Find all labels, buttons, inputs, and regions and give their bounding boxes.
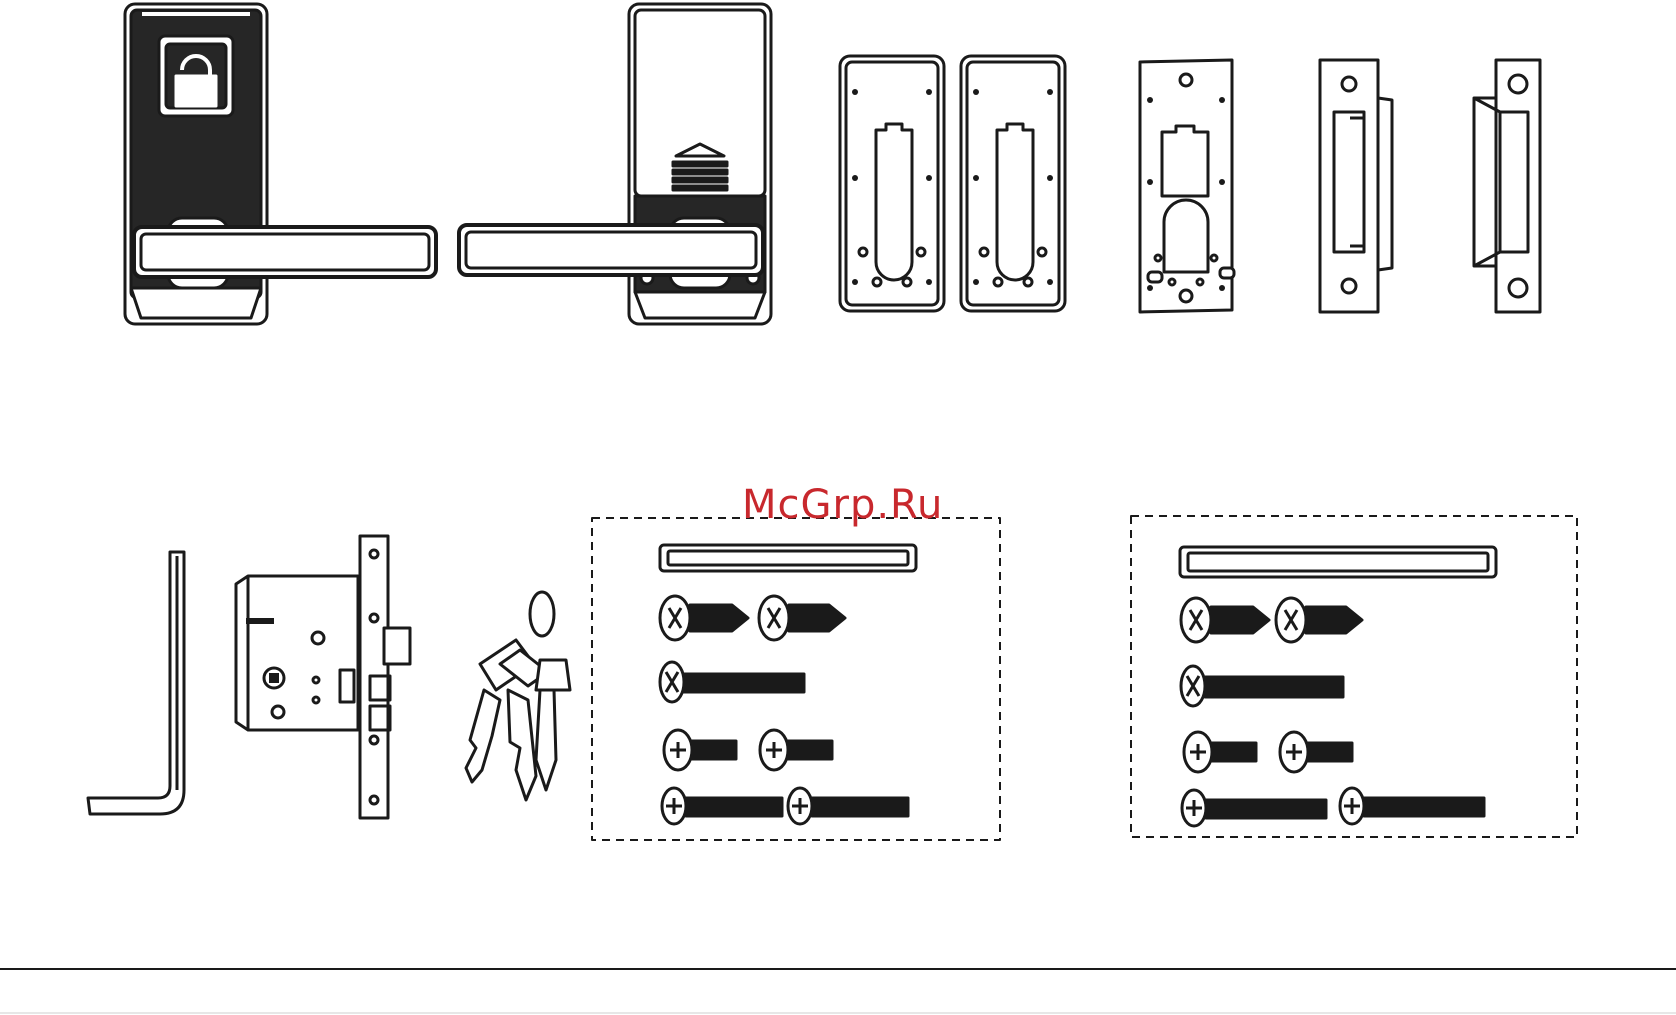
machine-screw-icon <box>1340 788 1484 824</box>
mounting-plate-b <box>961 56 1065 311</box>
strike-box <box>1474 60 1540 312</box>
screw-kit-short <box>592 518 1000 840</box>
flat-screw-icon <box>1276 598 1362 642</box>
watermark-text: McGrp.Ru <box>742 482 943 528</box>
key-set <box>466 592 570 800</box>
machine-screw-icon <box>1280 732 1352 772</box>
machine-screw-icon <box>788 788 908 824</box>
screw-kit-long <box>1131 516 1577 837</box>
long-screw-icon <box>660 662 804 702</box>
flat-screw-icon <box>1181 598 1269 642</box>
machine-screw-icon <box>1182 790 1326 826</box>
flat-screw-icon <box>660 596 748 640</box>
strike-plate <box>1320 60 1392 312</box>
allen-key <box>88 552 184 814</box>
flat-screw-icon <box>759 596 845 640</box>
machine-screw-icon <box>760 730 832 770</box>
battery-arrow-icon <box>673 144 727 190</box>
inner-mounting-plate <box>1140 60 1234 312</box>
mortise-lock <box>236 536 410 818</box>
fingerprint-sensor <box>159 36 233 116</box>
machine-screw-icon <box>662 788 782 824</box>
long-screw-icon <box>1181 666 1343 706</box>
machine-screw-icon <box>1184 732 1256 772</box>
machine-screw-icon <box>664 730 736 770</box>
mounting-plate-a <box>840 56 944 311</box>
